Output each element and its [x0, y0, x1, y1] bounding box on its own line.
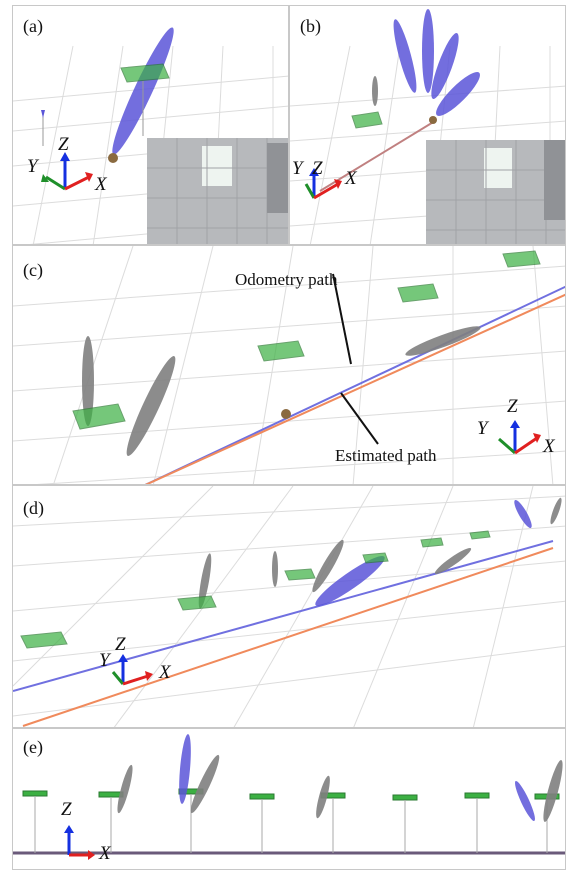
axis-label-x: X	[99, 843, 111, 864]
plane-landmarks	[22, 788, 560, 801]
axis-label-z: Z	[312, 158, 323, 179]
scene-a	[13, 27, 288, 244]
coordinate-frame-icon	[498, 420, 541, 455]
axis-label-z: Z	[58, 134, 69, 155]
odometry-path-label: Odometry path	[235, 270, 338, 289]
panel-a: (a) Z Y X	[12, 5, 289, 245]
panel-b: (b) Y Z X	[289, 5, 566, 245]
axis-label-x: X	[95, 174, 107, 195]
camera-pose	[108, 153, 118, 163]
camera-inset-image	[147, 138, 288, 244]
plane-landmark	[362, 552, 389, 564]
panel-label: (d)	[23, 498, 44, 518]
uncertainty-ellipse	[405, 326, 481, 356]
axis-label-z: Z	[115, 634, 126, 655]
uncertainty-ellipse	[82, 336, 94, 426]
axis-label-x: X	[345, 168, 357, 189]
coordinate-frame-icon	[111, 654, 153, 686]
panel-label: (a)	[23, 16, 43, 36]
plane-landmark	[502, 250, 541, 268]
camera-pose	[429, 116, 437, 124]
uncertainty-ellipse	[315, 556, 385, 606]
plane-landmark	[420, 537, 444, 548]
connector-lines	[34, 794, 548, 853]
axis-label-y: Y	[292, 158, 303, 179]
uncertainty-ellipse	[431, 33, 459, 99]
odometry-path	[13, 540, 554, 692]
scene-e	[13, 734, 565, 860]
uncertainty-ellipse	[543, 760, 563, 822]
panel-label: (c)	[23, 260, 43, 280]
uncertainty-ellipse	[117, 764, 133, 814]
plane-landmark	[177, 595, 217, 611]
scene-b	[290, 9, 565, 244]
scene-d	[13, 486, 565, 727]
axis-label-z: Z	[507, 396, 518, 417]
uncertainty-ellipse	[515, 780, 535, 822]
panel-label: (e)	[23, 737, 43, 757]
panel-e: (e) Z X	[12, 728, 566, 870]
axis-label-y: Y	[27, 156, 38, 177]
uncertainty-ellipse	[272, 551, 278, 587]
camera-pose	[281, 409, 291, 419]
panel-label: (b)	[300, 16, 321, 36]
plane-landmark	[351, 111, 383, 129]
uncertainty-ellipse	[316, 775, 330, 819]
uncertainty-ellipse	[372, 76, 378, 106]
uncertainty-ellipse	[198, 553, 212, 609]
plane-landmark	[20, 631, 68, 649]
uncertainty-ellipse	[126, 356, 176, 456]
axis-label-x: X	[159, 662, 171, 683]
scene-c	[13, 246, 565, 484]
uncertainty-ellipse	[550, 497, 562, 525]
uncertainty-ellipse	[190, 754, 220, 814]
axis-label-x: X	[543, 436, 555, 457]
uncertainty-ellipse	[393, 19, 417, 93]
plane-landmark	[257, 340, 305, 362]
plane-landmark	[284, 568, 316, 581]
estimated-path	[144, 293, 565, 484]
plane-landmark	[72, 403, 126, 430]
uncertainty-ellipse	[312, 539, 344, 593]
plane-landmark	[120, 63, 170, 83]
pose-marker	[41, 110, 45, 118]
coordinate-frame-icon	[41, 152, 93, 191]
odometry-path	[144, 285, 565, 484]
uncertainty-ellipse	[179, 734, 191, 804]
uncertainty-ellipse	[422, 9, 434, 93]
annotation-pointer	[332, 273, 352, 365]
uncertainty-ellipse	[436, 72, 480, 116]
estimated-path	[22, 547, 554, 727]
plane-landmark	[469, 530, 491, 540]
plane-landmark	[397, 283, 439, 303]
panel-d: (d) Z Y X	[12, 485, 566, 728]
coordinate-frame-icon	[64, 825, 95, 860]
path-line	[319, 120, 436, 192]
camera-inset-image	[426, 140, 565, 244]
estimated-path-label: Estimated path	[335, 446, 437, 465]
uncertainty-ellipse	[514, 500, 532, 528]
annotation-pointer	[340, 392, 379, 445]
grid-floor	[13, 486, 565, 727]
uncertainty-ellipse	[434, 547, 472, 575]
coordinate-frame-icon	[304, 168, 342, 200]
axis-label-y: Y	[99, 650, 110, 671]
panel-c: (c) Odometry path Estimated path Z Y X	[12, 245, 566, 485]
axis-label-z: Z	[61, 799, 72, 820]
axis-label-y: Y	[477, 418, 488, 439]
